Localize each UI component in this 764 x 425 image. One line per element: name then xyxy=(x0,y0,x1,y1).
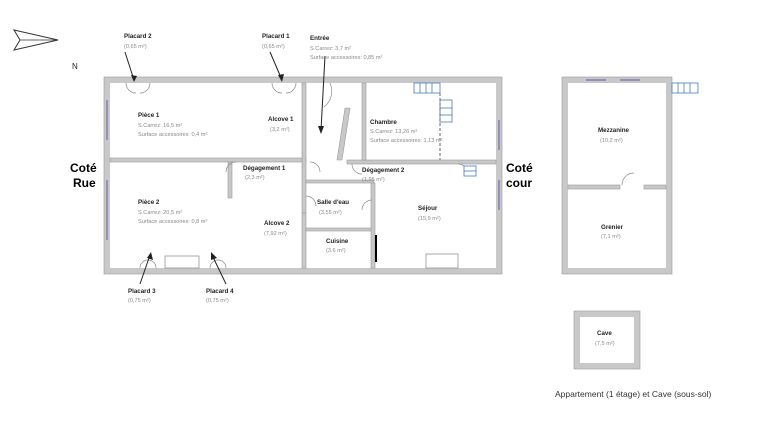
svg-text:Dégagement 1: Dégagement 1 xyxy=(243,165,286,172)
svg-text:S.Carrez: 3,7 m²: S.Carrez: 3,7 m² xyxy=(310,46,351,52)
svg-text:Grenier: Grenier xyxy=(601,224,624,231)
svg-text:(0,65 m²): (0,65 m²) xyxy=(124,44,147,50)
room-entree: Entrée S.Carrez: 3,7 m² Surface accessoi… xyxy=(310,35,383,61)
room-piece-2: Pièce 2 S.Carrez: 20,5 m² Surface access… xyxy=(138,199,207,225)
room-placard-1: Placard 1 (0,65 m²) xyxy=(262,33,290,50)
svg-text:Placard 1: Placard 1 xyxy=(262,33,290,40)
svg-text:(10,2 m²): (10,2 m²) xyxy=(600,138,623,144)
svg-text:(1,95 m²): (1,95 m²) xyxy=(362,177,385,183)
svg-text:Coté: Coté xyxy=(506,161,533,175)
room-alcove-2: Alcove 2 (7,92 m²) xyxy=(264,220,290,237)
svg-text:Dégagement 2: Dégagement 2 xyxy=(362,167,405,174)
svg-text:Entrée: Entrée xyxy=(310,35,330,42)
room-alcove-1: Alcove 1 (3,2 m²) xyxy=(268,116,294,133)
svg-text:Chambre: Chambre xyxy=(370,119,397,126)
room-placard-4: Placard 4 (0,75 m²) xyxy=(206,288,234,304)
room-mezzanine: Mezzanine (10,2 m²) xyxy=(598,127,630,144)
room-cave: Cave (7,5 m²) xyxy=(595,330,615,347)
svg-text:cour: cour xyxy=(506,176,532,190)
side-label-rue: Coté Rue xyxy=(70,161,97,190)
cave-plan xyxy=(573,310,641,370)
staircase-icon xyxy=(671,82,699,94)
svg-text:(7,1 m²): (7,1 m²) xyxy=(601,234,621,240)
side-label-cour: Coté cour xyxy=(506,161,533,190)
room-placard-2: Placard 2 (0,65 m²) xyxy=(124,33,152,50)
svg-text:Placard 2: Placard 2 xyxy=(124,33,152,40)
svg-text:Rue: Rue xyxy=(73,176,96,190)
svg-text:Salle d'eau: Salle d'eau xyxy=(317,199,349,206)
room-grenier: Grenier (7,1 m²) xyxy=(601,224,624,240)
svg-text:(3,6 m²): (3,6 m²) xyxy=(326,248,346,254)
room-salle-deau: Salle d'eau (3,55 m²) xyxy=(317,199,349,216)
room-chambre: Chambre S.Carrez: 13,26 m² Surface acces… xyxy=(370,119,443,144)
svg-text:(0,75 m²): (0,75 m²) xyxy=(206,298,229,304)
apartment-plan xyxy=(103,51,503,285)
room-piece-1: Pièce 1 S.Carrez: 16,5 m² Surface access… xyxy=(138,112,207,138)
svg-text:(2,3 m²): (2,3 m²) xyxy=(245,175,265,181)
north-arrow-icon xyxy=(12,29,59,51)
svg-text:Alcove 1: Alcove 1 xyxy=(268,116,294,123)
svg-text:Placard 3: Placard 3 xyxy=(128,288,156,295)
svg-text:(0,65 m²): (0,65 m²) xyxy=(262,44,285,50)
svg-text:Pièce 1: Pièce 1 xyxy=(138,112,160,119)
staircase-icon xyxy=(413,82,477,177)
svg-text:S.Carrez: 13,26 m²: S.Carrez: 13,26 m² xyxy=(370,129,417,135)
svg-text:Surface accessoires: 1,13 m²: Surface accessoires: 1,13 m² xyxy=(370,138,443,144)
svg-text:(0,75 m²): (0,75 m²) xyxy=(128,298,151,304)
svg-text:(7,92 m²): (7,92 m²) xyxy=(264,231,287,237)
svg-text:Coté: Coté xyxy=(70,161,97,175)
svg-text:Alcove 2: Alcove 2 xyxy=(264,220,290,227)
plan-caption: Appartement (1 étage) et Cave (sous-sol) xyxy=(555,389,712,399)
svg-text:Placard 4: Placard 4 xyxy=(206,288,234,295)
svg-text:Séjour: Séjour xyxy=(418,205,438,212)
svg-text:(15,9 m²): (15,9 m²) xyxy=(418,216,441,222)
svg-text:Surface accessoires: 0,4 m²: Surface accessoires: 0,4 m² xyxy=(138,132,207,138)
svg-text:Pièce 2: Pièce 2 xyxy=(138,199,160,206)
room-degagement-2: Dégagement 2 (1,95 m²) xyxy=(362,167,405,183)
svg-text:Mezzanine: Mezzanine xyxy=(598,127,630,134)
svg-text:Cave: Cave xyxy=(597,330,612,337)
room-degagement-1: Dégagement 1 (2,3 m²) xyxy=(243,165,286,181)
svg-text:(7,5 m²): (7,5 m²) xyxy=(595,341,615,347)
svg-text:S.Carrez: 20,5 m²: S.Carrez: 20,5 m² xyxy=(138,210,182,216)
room-cuisine: Cuisine (3,6 m²) xyxy=(326,238,349,254)
svg-text:(3,55 m²): (3,55 m²) xyxy=(319,210,342,216)
svg-text:Surface accessoires: 0,85 m²: Surface accessoires: 0,85 m² xyxy=(310,55,383,61)
room-sejour: Séjour (15,9 m²) xyxy=(418,205,441,222)
svg-text:Surface accessoires: 0,8 m²: Surface accessoires: 0,8 m² xyxy=(138,219,207,225)
svg-text:(3,2 m²): (3,2 m²) xyxy=(270,127,290,133)
mezzanine-plan xyxy=(561,76,699,275)
svg-text:S.Carrez: 16,5 m²: S.Carrez: 16,5 m² xyxy=(138,123,182,129)
north-label: N xyxy=(72,62,78,71)
room-placard-3: Placard 3 (0,75 m²) xyxy=(128,288,156,304)
svg-text:Cuisine: Cuisine xyxy=(326,238,349,245)
